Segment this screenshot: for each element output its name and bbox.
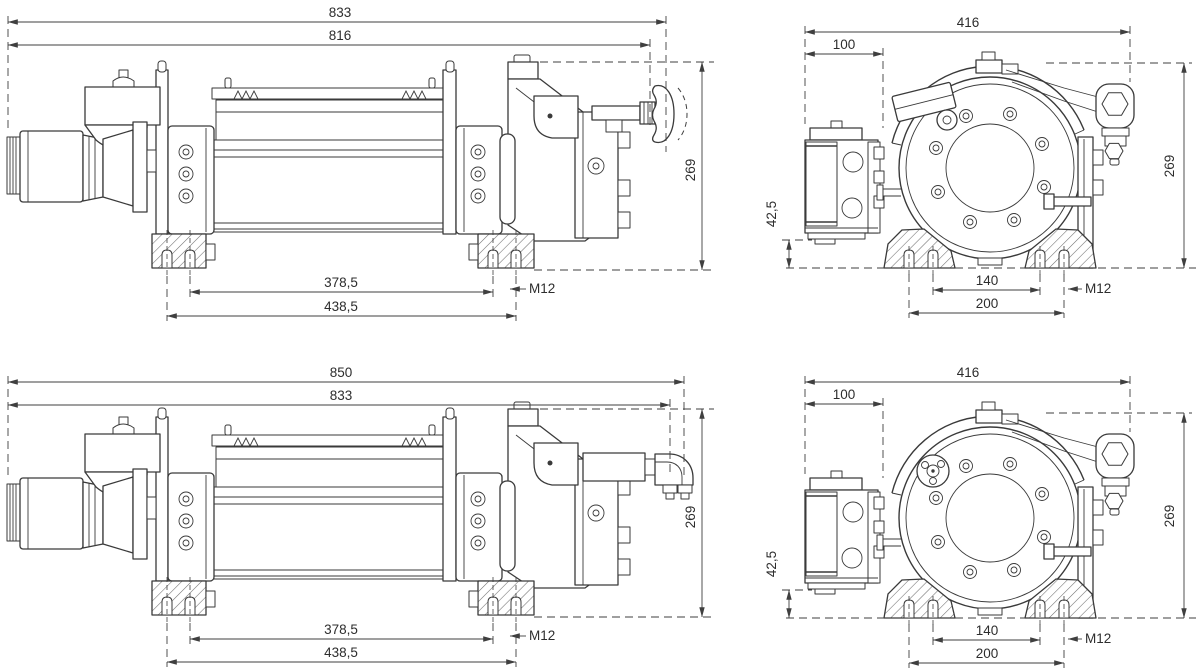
air-rotary-joint	[916, 454, 950, 488]
dim-feet-outer: 438,5	[324, 645, 358, 660]
view-end-top: 416 100 269 42,5 140 200 M12	[764, 15, 1196, 318]
dim-overall: 833	[329, 5, 352, 20]
air-clutch-fitting	[533, 442, 694, 500]
dim-holes-inner: 140	[976, 273, 999, 288]
dim-foot: 42,5	[764, 201, 779, 227]
dim-height: 269	[683, 159, 698, 182]
dim-width: 416	[957, 15, 980, 30]
dim-holes-outer: 200	[976, 646, 999, 661]
dim-overall: 850	[330, 365, 353, 380]
dim-feet-inner: 378,5	[324, 622, 358, 637]
dim-thread: M12	[1085, 631, 1111, 646]
dim-height: 269	[683, 506, 698, 529]
t-handle-grip	[651, 84, 675, 144]
dim-body: 816	[329, 28, 352, 43]
dim-height: 269	[1162, 155, 1177, 178]
dimensions: 850 833 269 378,5 438,5 M12	[7, 365, 714, 667]
dimensions: 416 100 269 42,5 140 200 M12	[764, 15, 1192, 318]
dim-bracket: 100	[833, 37, 856, 52]
band-boss	[936, 109, 958, 131]
dim-holes-outer: 200	[976, 296, 999, 311]
dim-feet-inner: 378,5	[324, 275, 358, 290]
dim-holes-inner: 140	[976, 623, 999, 638]
dim-body: 833	[330, 388, 353, 403]
dimensions: 833 816 269 378,5 438,5 M12	[7, 5, 714, 321]
dim-thread: M12	[529, 628, 555, 643]
end-body	[786, 52, 1196, 277]
view-end-bottom: 416 100 269 42,5 140 200 M12	[764, 365, 1196, 668]
band-clamp-block	[891, 81, 957, 123]
end-body	[786, 402, 1196, 627]
view-side-top: 833 816 269 378,5 438,5 M12	[7, 5, 714, 321]
dim-thread: M12	[1085, 281, 1111, 296]
view-side-bottom: 850 833 269 378,5 438,5 M12	[7, 365, 714, 667]
dim-thread: M12	[529, 281, 555, 296]
clutch-handle	[533, 84, 688, 144]
side-body	[7, 402, 714, 624]
handle-ghost	[677, 87, 688, 141]
dim-bracket: 100	[833, 387, 856, 402]
dim-feet-outer: 438,5	[324, 299, 358, 314]
dim-foot: 42,5	[764, 551, 779, 577]
dim-height: 269	[1162, 505, 1177, 528]
side-body	[7, 55, 714, 277]
dimensions: 416 100 269 42,5 140 200 M12	[764, 365, 1192, 668]
dim-width: 416	[957, 365, 980, 380]
